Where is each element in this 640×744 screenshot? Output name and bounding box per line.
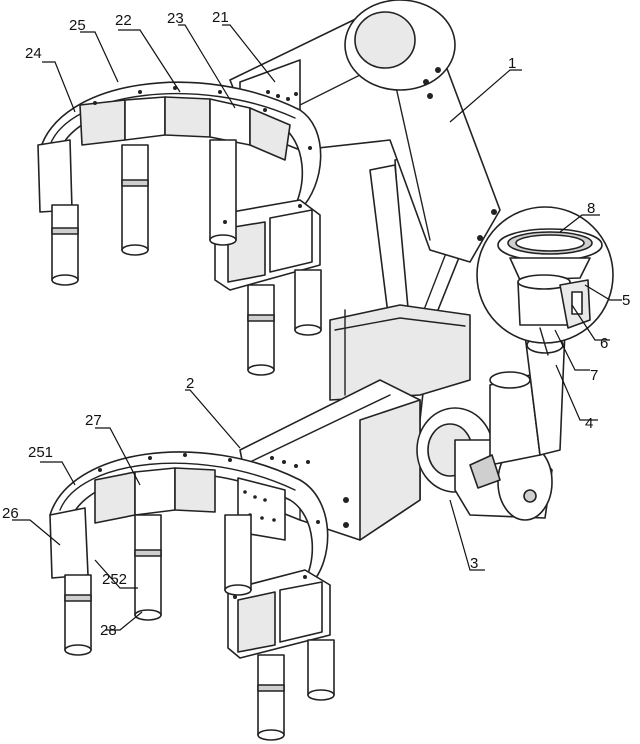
callout-6: 6 bbox=[600, 335, 608, 352]
callout-labels: 1 2 3 4 5 6 7 8 21 22 23 24 25 26 27 28 … bbox=[2, 9, 630, 639]
callout-28: 28 bbox=[100, 622, 117, 639]
callout-252: 252 bbox=[102, 571, 127, 588]
callout-21: 21 bbox=[212, 9, 229, 26]
callout-1: 1 bbox=[508, 55, 516, 72]
callout-251: 251 bbox=[28, 444, 53, 461]
callout-3: 3 bbox=[470, 555, 478, 572]
callout-27: 27 bbox=[85, 412, 102, 429]
callout-2: 2 bbox=[186, 375, 194, 392]
callout-5: 5 bbox=[622, 292, 630, 309]
upper-gripper bbox=[37, 81, 322, 376]
callout-24: 24 bbox=[25, 45, 42, 62]
callout-26: 26 bbox=[2, 505, 19, 522]
callout-25: 25 bbox=[69, 17, 86, 34]
leader-lines bbox=[12, 24, 622, 631]
lower-gripper bbox=[49, 451, 335, 741]
callout-23: 23 bbox=[167, 10, 184, 27]
callout-4: 4 bbox=[585, 415, 593, 432]
callout-22: 22 bbox=[115, 12, 132, 29]
detail-inset bbox=[476, 206, 614, 356]
actuator bbox=[416, 329, 566, 521]
callout-7: 7 bbox=[590, 367, 598, 384]
callout-8: 8 bbox=[587, 200, 595, 217]
